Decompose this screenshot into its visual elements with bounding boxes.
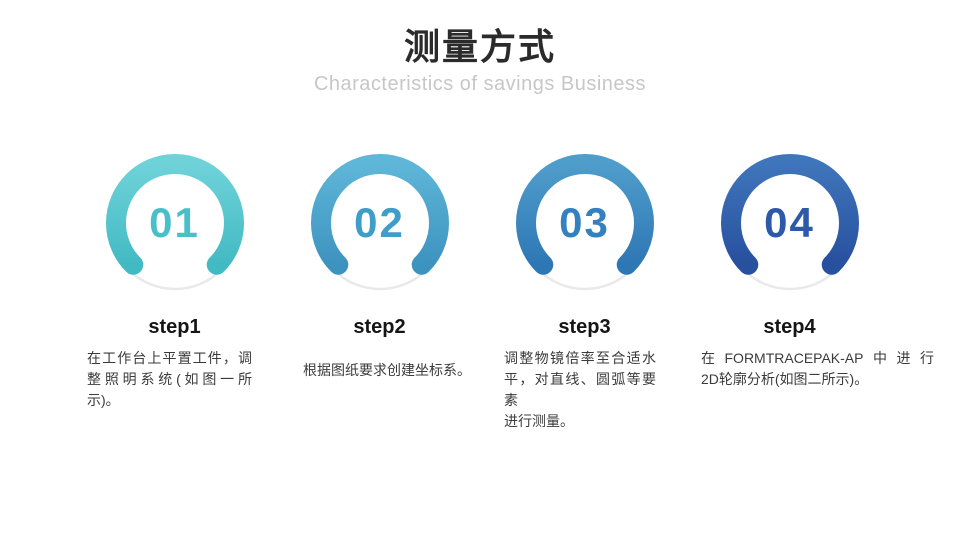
- step-description: 根据图纸要求创建坐标系。: [303, 360, 482, 381]
- step-description: 在FORMTRACEPAK-AP中进行 2D轮廓分析(如图二所示)。: [701, 348, 934, 390]
- step-gauge: 04: [717, 152, 863, 298]
- step-column: 02 step2 根据图纸要求创建坐标系。: [277, 152, 482, 432]
- step-gauge: 03: [512, 152, 658, 298]
- description-line: 2D轮廓分析(如图二所示)。: [701, 371, 869, 388]
- step-gauge: 01: [102, 152, 248, 298]
- ring-arc: [515, 154, 654, 276]
- ring-arc: [310, 154, 449, 276]
- step-ring-icon: [105, 154, 244, 291]
- step-ring-icon: [720, 154, 859, 291]
- description-line: 根据图纸要求创建坐标系。: [303, 362, 471, 379]
- step-ring-icon: [310, 154, 449, 291]
- step-title: step4: [763, 316, 816, 339]
- description-line: 进行测量。: [504, 413, 574, 430]
- step-ring-icon: [515, 154, 654, 291]
- step-number: 01: [149, 199, 200, 247]
- slide-header: 测量方式 Characteristics of savings Business: [0, 0, 960, 97]
- description-line: 整照明系统(如图一所: [87, 371, 252, 388]
- step-description: 在工作台上平置工件，调整照明系统(如图一所示)。: [87, 348, 252, 411]
- page-title: 测量方式: [403, 26, 556, 67]
- description-line: 示)。: [87, 392, 120, 409]
- step-title: step2: [353, 316, 406, 339]
- step-number: 02: [354, 199, 405, 247]
- step-gauge: 02: [307, 152, 453, 298]
- ring-arc: [720, 154, 859, 276]
- description-line: 在工作台上平置工件，调: [87, 350, 252, 367]
- page-subtitle: Characteristics of savings Business: [313, 73, 647, 96]
- step-column: 01 step1 在工作台上平置工件，调整照明系统(如图一所示)。: [72, 152, 277, 432]
- step-title: step1: [148, 316, 201, 339]
- steps-row: 01 step1 在工作台上平置工件，调整照明系统(如图一所示)。 02 ste…: [0, 152, 960, 432]
- description-line: 平，对直线、圆弧等要素: [504, 371, 656, 409]
- description-line: 在FORMTRACEPAK-AP中进行: [701, 350, 934, 367]
- step-number: 03: [559, 199, 610, 247]
- step-title: step3: [558, 316, 611, 339]
- step-description: 调整物镜倍率至合适水平，对直线、圆弧等要素进行测量。: [504, 348, 656, 432]
- ring-arc: [105, 154, 244, 276]
- step-column: 04 step4 在FORMTRACEPAK-AP中进行 2D轮廓分析(如图二所示…: [687, 152, 934, 432]
- step-number: 04: [764, 199, 815, 247]
- description-line: 调整物镜倍率至合适水: [504, 350, 656, 367]
- step-column: 03 step3 调整物镜倍率至合适水平，对直线、圆弧等要素进行测量。: [482, 152, 687, 432]
